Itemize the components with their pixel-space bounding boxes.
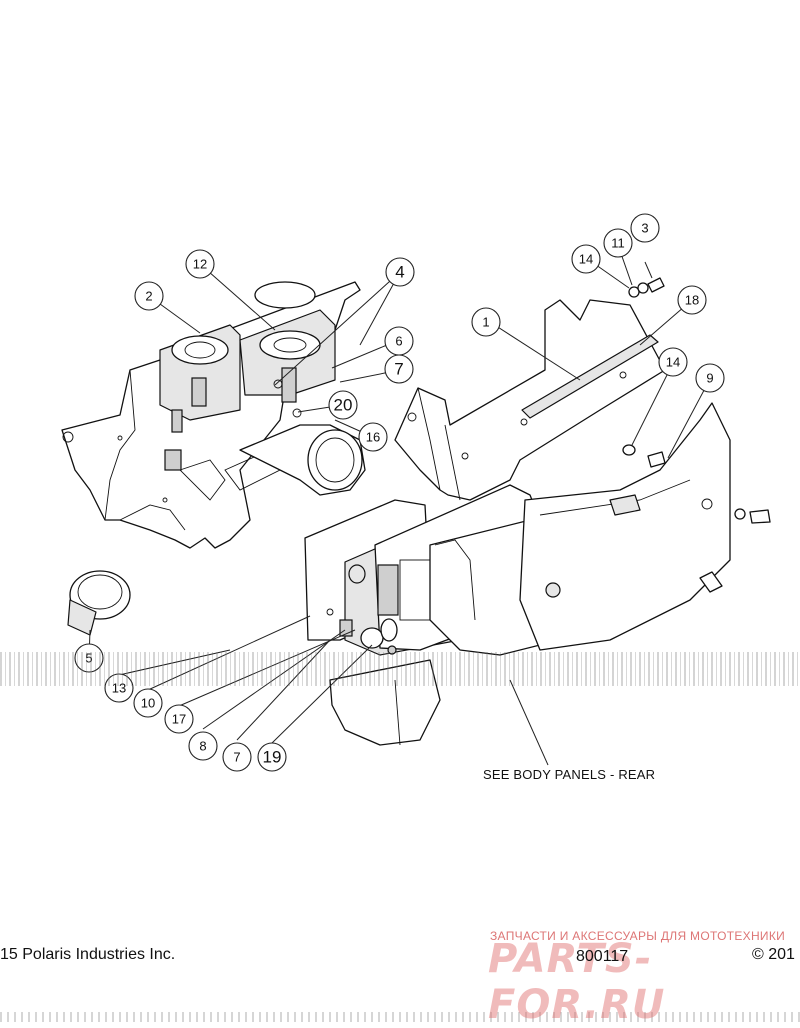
- scan-noise-band: [0, 652, 800, 686]
- callout-label: 6: [395, 334, 402, 349]
- callout-label: 7: [394, 360, 403, 379]
- callout-7-lower: 7: [222, 742, 252, 772]
- hose-clamp: [67, 570, 131, 636]
- callout-label: 16: [366, 430, 380, 445]
- callout-1: 1: [471, 307, 501, 337]
- callout-label: 9: [706, 371, 713, 386]
- callout-label: 4: [395, 263, 404, 282]
- callout-6: 6: [384, 326, 414, 356]
- callout-14-lower: 14: [658, 347, 688, 377]
- callout-11: 11: [603, 228, 633, 258]
- callout-label: 10: [141, 696, 155, 711]
- callout-3: 3: [630, 213, 660, 243]
- callout-16: 16: [358, 422, 388, 452]
- callout-13: 13: [104, 673, 134, 703]
- callout-2: 2: [134, 281, 164, 311]
- callout-4: 4: [385, 257, 415, 287]
- leader-lines: [88, 244, 711, 766]
- callout-20: 20: [328, 390, 358, 420]
- callout-label: 12: [193, 257, 207, 272]
- upper-right-shroud: [394, 299, 731, 651]
- callout-9: 9: [695, 363, 725, 393]
- scan-noise-bottom: [0, 1012, 800, 1022]
- callout-label: 14: [666, 355, 680, 370]
- callout-8: 8: [188, 731, 218, 761]
- footer-copyright-left: 15 Polaris Industries Inc.: [0, 946, 176, 963]
- callout-label: 8: [199, 739, 206, 754]
- left-bracket-assembly: [61, 281, 366, 549]
- footer-copyright-right: © 201: [752, 946, 795, 963]
- reference-note: SEE BODY PANELS - REAR: [483, 767, 656, 782]
- callout-label: 5: [85, 651, 92, 666]
- callout-label: 7: [233, 750, 240, 765]
- callout-14-upper: 14: [571, 244, 601, 274]
- hardware-fasteners: [273, 277, 771, 593]
- callout-label: 19: [263, 748, 282, 767]
- callout-18: 18: [677, 285, 707, 315]
- callout-12: 12: [185, 249, 215, 279]
- callout-7-upper: 7: [384, 354, 414, 384]
- callout-label: 11: [611, 236, 625, 251]
- footer-part-number: 800117: [576, 948, 629, 965]
- callout-19: 19: [257, 742, 287, 772]
- callout-5: 5: [74, 643, 104, 673]
- callout-17: 17: [164, 704, 194, 734]
- callout-label: 13: [112, 681, 126, 696]
- callout-label: 14: [579, 252, 593, 267]
- callout-label: 3: [641, 221, 648, 236]
- callout-label: 2: [145, 289, 152, 304]
- callout-10: 10: [133, 688, 163, 718]
- callout-label: 20: [334, 396, 353, 415]
- callout-label: 1: [482, 315, 489, 330]
- callout-label: 18: [685, 293, 699, 308]
- watermark-tagline: ЗАПЧАСТИ И АКСЕССУАРЫ ДЛЯ МОТОТЕХНИКИ: [490, 929, 786, 943]
- watermark-logo: PARTS-FOR.RU: [488, 936, 666, 1028]
- callout-label: 17: [172, 712, 186, 727]
